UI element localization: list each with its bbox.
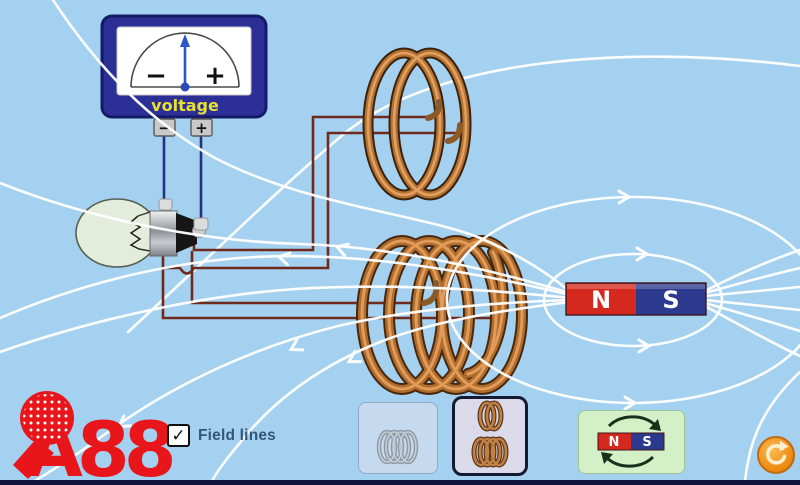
flip-south-label: S — [642, 435, 651, 450]
field-lines-checkbox[interactable]: ✓ Field lines — [167, 424, 276, 447]
light-bulb — [75, 198, 209, 268]
reset-button[interactable] — [757, 436, 795, 474]
scale-minus-label: − — [145, 61, 167, 91]
bulb-socket — [149, 210, 178, 257]
bar-magnet[interactable]: N S — [565, 282, 707, 316]
bottom-border-bar — [0, 480, 800, 485]
voltage-label: voltage — [151, 96, 219, 115]
terminal-plus — [190, 118, 213, 137]
large-coil — [356, 235, 528, 395]
one-coil-icon — [376, 429, 419, 465]
magnet-south-label: S — [662, 286, 679, 314]
microphone-icon — [13, 391, 74, 479]
flip-magnet-icon: N S — [597, 415, 665, 468]
field-line-arrows — [116, 189, 652, 429]
flip-north-label: N — [609, 435, 620, 450]
terminal-minus — [153, 118, 176, 137]
magnet-north-label: N — [591, 286, 611, 314]
reset-icon — [766, 440, 789, 465]
flip-magnet-button[interactable]: N S — [578, 410, 685, 474]
a88-logo: A88 — [13, 391, 179, 485]
scale-plus-label: + — [204, 61, 226, 91]
two-coils-button[interactable] — [452, 396, 528, 476]
field-lines-label: Field lines — [198, 426, 276, 444]
checkbox-check-icon[interactable]: ✓ — [167, 424, 190, 447]
one-coil-button[interactable] — [358, 402, 438, 474]
two-coils-icon — [471, 400, 509, 468]
small-coil — [362, 47, 472, 201]
terminal-plus-label: + — [195, 119, 208, 137]
field-line-back-arc — [126, 55, 800, 334]
voltmeter: − + voltage − + — [100, 14, 268, 137]
